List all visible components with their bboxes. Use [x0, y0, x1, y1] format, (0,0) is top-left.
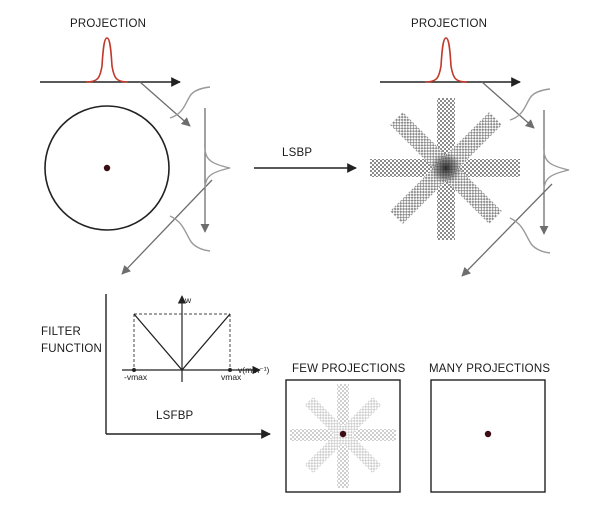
top-right-gray-profile-upper	[509, 88, 551, 121]
top-left-red-projection-profile	[85, 37, 129, 83]
filter-label-line1: FILTER	[41, 326, 81, 338]
pos-vmax-point	[228, 368, 232, 372]
top-right-gray-profile-lower	[509, 217, 551, 254]
lsfbp-label: LSFBP	[156, 410, 194, 422]
many-projections-box	[430, 379, 546, 493]
top-left-projection-label: PROJECTION	[70, 18, 146, 30]
backprojection-center-blob	[430, 152, 462, 184]
top-right-gray-profile-middle	[543, 149, 570, 191]
many-projections-label: MANY PROJECTIONS	[429, 363, 550, 375]
top-left-diagonal-arrow-upper	[139, 81, 191, 127]
pos-vmax-label: vmax	[221, 372, 242, 382]
object-point	[103, 164, 111, 172]
filter-function-plot: w v(mm⁻¹) -vmax vmax	[122, 295, 270, 382]
backprojection-star	[370, 98, 520, 240]
top-left-gray-profile-lower	[169, 215, 211, 252]
top-left-diagonal-arrow-lower	[121, 179, 213, 275]
few-projections-point	[339, 430, 347, 438]
lsbp-label: LSBP	[282, 147, 312, 159]
filter-ramp-line	[133, 313, 231, 371]
top-right-red-projection-profile	[424, 37, 468, 83]
top-right-projection-label: PROJECTION	[411, 18, 487, 30]
filter-label-line2: FUNCTION	[41, 343, 102, 355]
top-right-diagonal-arrow-lower	[461, 183, 553, 277]
top-left-gray-profile-middle	[204, 147, 231, 189]
many-projections-point	[484, 430, 492, 438]
top-left-gray-profile-upper	[169, 86, 211, 119]
top-right-diagonal-arrow-upper	[481, 81, 535, 129]
filter-y-axis-label: w	[184, 295, 192, 305]
object-circle	[44, 105, 170, 231]
neg-vmax-point	[132, 368, 136, 372]
filter-x-axis-label: v(mm⁻¹)	[238, 365, 270, 375]
neg-vmax-label: -vmax	[124, 372, 148, 382]
few-projections-label: FEW PROJECTIONS	[292, 363, 406, 375]
